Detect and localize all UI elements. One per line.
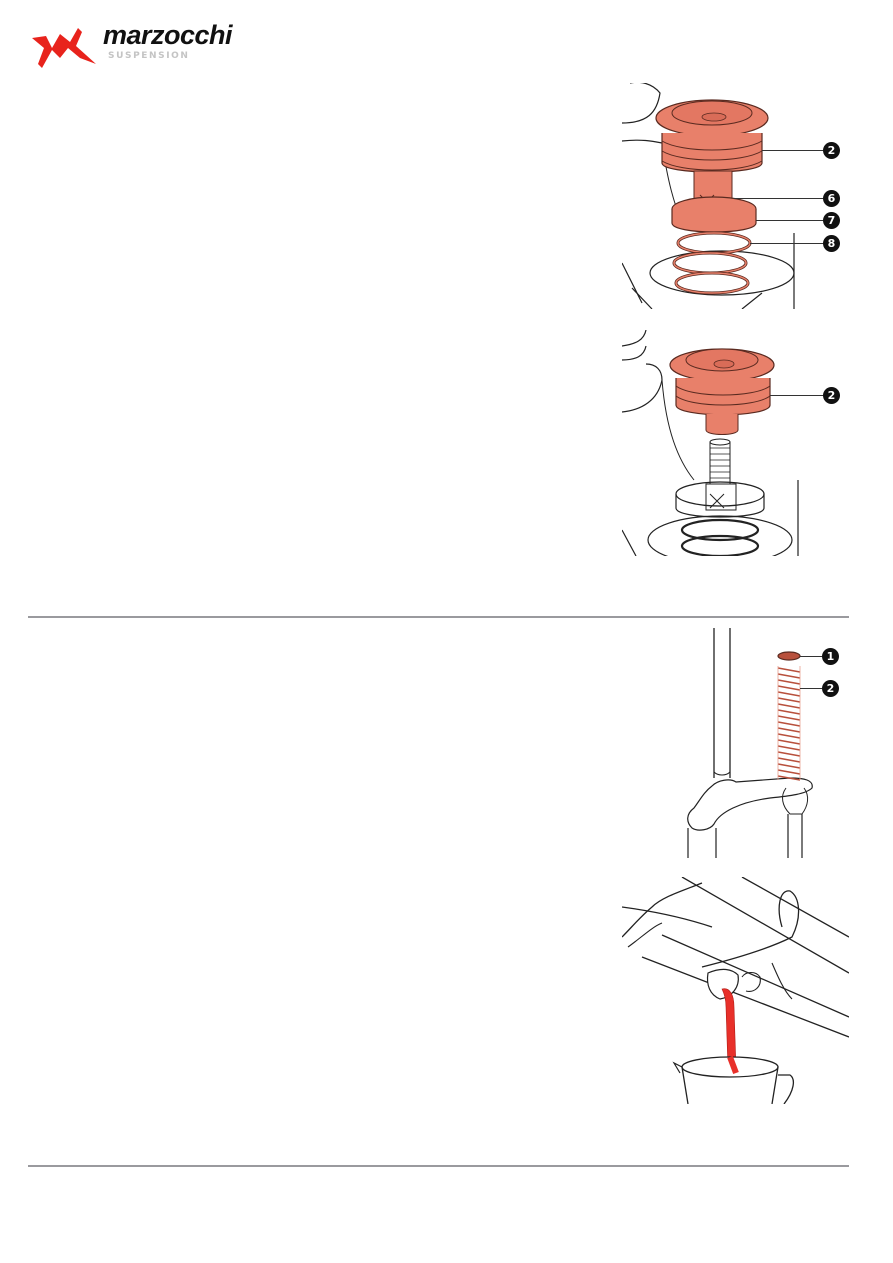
- leader-line: [800, 656, 822, 657]
- callout-badge: 2: [823, 387, 840, 404]
- marzocchi-logo: marzocchi SUSPENSION: [30, 20, 233, 72]
- leader-line: [734, 198, 824, 199]
- leader-line: [756, 220, 824, 221]
- callout-badge: 2: [822, 680, 839, 697]
- leader-line: [800, 688, 822, 689]
- callout-badge: 1: [822, 648, 839, 665]
- top-cap-removed-illustration: [622, 330, 799, 556]
- callout-badge: 8: [823, 235, 840, 252]
- logo-subtitle-text: SUSPENSION: [108, 51, 190, 61]
- draining-oil-illustration: [622, 877, 849, 1104]
- section-divider: [28, 616, 849, 618]
- leader-line: [770, 395, 824, 396]
- marzocchi-m-mark-icon: [32, 28, 96, 68]
- figure-draining-oil: [622, 877, 849, 1104]
- leader-line: [750, 243, 824, 244]
- callout-badge: 2: [823, 142, 840, 159]
- callout-badge: 6: [823, 190, 840, 207]
- figure-top-cap-removed: 2: [622, 330, 849, 556]
- top-cap-assembly-illustration: [622, 83, 795, 309]
- callout-badge: 7: [823, 212, 840, 229]
- logo-brand-text: marzocchi: [103, 20, 233, 50]
- figure-top-cap-assembly: 2 6 7 8: [622, 83, 849, 309]
- section-divider: [28, 1165, 849, 1167]
- spring-removed-illustration: [687, 628, 813, 858]
- leader-line: [762, 150, 824, 151]
- figure-spring-removed: 1 2: [680, 628, 849, 858]
